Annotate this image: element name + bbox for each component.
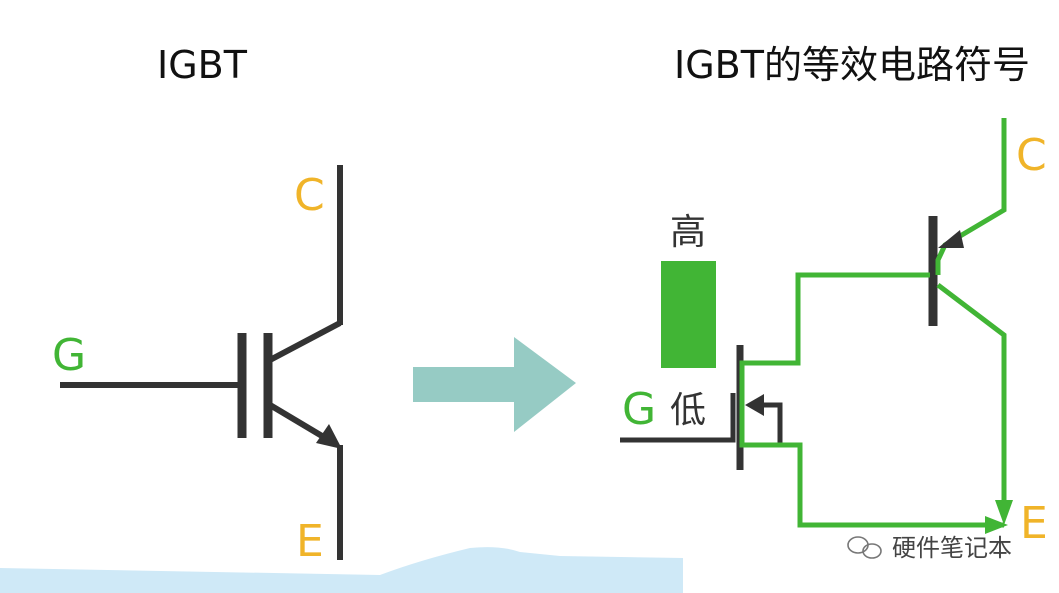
left-title: IGBT bbox=[157, 43, 248, 87]
watermark: 硬件笔记本 bbox=[847, 534, 1012, 562]
conduction-path bbox=[739, 118, 1007, 528]
level-high-label: 高 bbox=[670, 212, 706, 253]
terminal-e-label: E bbox=[296, 516, 324, 567]
level-low-label: 低 bbox=[670, 390, 706, 431]
terminal-e-label-right: E bbox=[1020, 498, 1048, 549]
collector-to-base-path bbox=[935, 118, 1007, 275]
bjt-emitter-arrow-icon bbox=[938, 230, 964, 248]
gate-high-level-bar bbox=[661, 261, 716, 368]
path-arrow-down-icon bbox=[995, 500, 1013, 525]
emitter-branch bbox=[268, 402, 324, 439]
emitter-path bbox=[936, 283, 1007, 518]
terminal-c-label: C bbox=[294, 170, 325, 221]
transform-arrow-icon bbox=[413, 337, 576, 432]
collector-branch bbox=[268, 320, 342, 363]
mosfet-arrow-icon bbox=[745, 394, 764, 416]
right-title: IGBT的等效电路符号 bbox=[674, 43, 1030, 87]
water-strip bbox=[0, 547, 683, 593]
emitter-arrow-icon bbox=[316, 424, 342, 449]
base-drive-path bbox=[739, 272, 1004, 528]
path-arrow-right-icon bbox=[985, 516, 1008, 534]
terminal-g-label-right: G bbox=[622, 384, 656, 435]
terminal-c-label-right: C bbox=[1016, 130, 1047, 181]
terminal-g-label: G bbox=[52, 330, 86, 381]
mosfet-source-wire bbox=[762, 402, 783, 444]
gate-wire bbox=[620, 393, 736, 443]
watermark-text: 硬件笔记本 bbox=[892, 534, 1012, 562]
wechat-icon bbox=[847, 536, 882, 559]
igbt-symbol bbox=[60, 165, 343, 560]
